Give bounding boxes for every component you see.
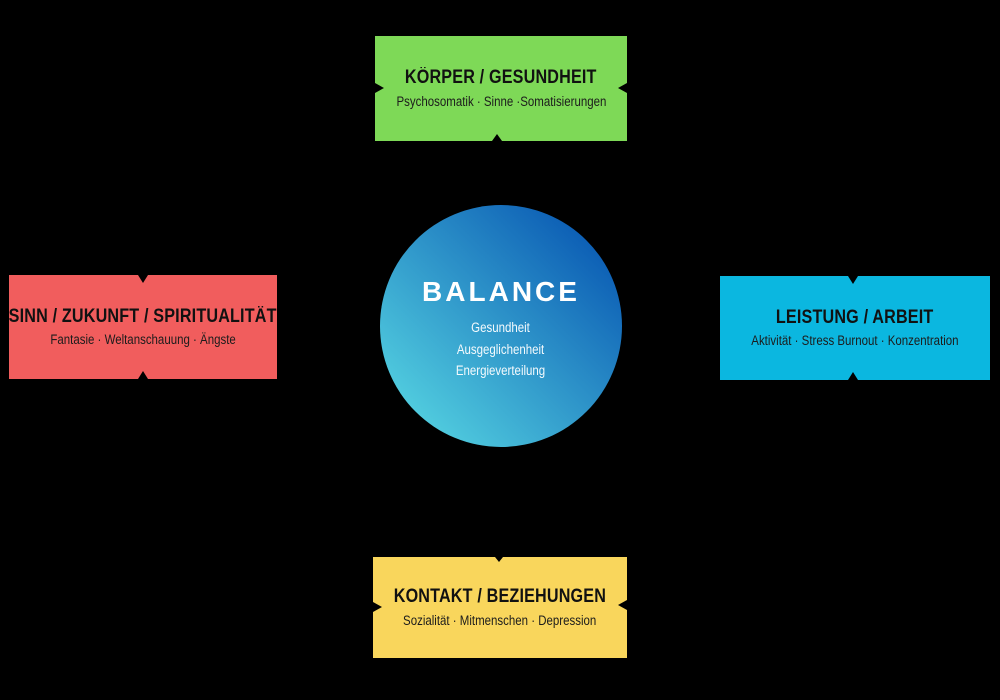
node-subtitle: Psychosomatik · Sinne ·Somatisierungen — [396, 93, 606, 109]
balance-circle: BALANCE Gesundheit Ausgeglichenheit Ener… — [380, 205, 622, 447]
node-title: SINN / ZUKUNFT / SPIRITUALITÄT — [9, 305, 277, 327]
node-title: KONTAKT / BEZIEHUNGEN — [393, 586, 607, 607]
arrowhead-icon — [618, 600, 627, 610]
node-kontakt-beziehungen: KONTAKT / BEZIEHUNGEN Sozialität · Mitme… — [373, 557, 627, 658]
node-subtitle: Aktivität · Stress Burnout · Konzentrati… — [751, 333, 959, 349]
arrowhead-icon — [495, 557, 503, 562]
balance-subline-2: Ausgeglichenheit — [457, 341, 545, 357]
arrowhead-icon — [375, 83, 384, 93]
node-title: KÖRPER / GESUNDHEIT — [405, 67, 597, 88]
node-subtitle: Fantasie · Weltanschauung · Ängste — [50, 332, 236, 348]
arrowhead-icon — [618, 83, 627, 93]
balance-title: BALANCE — [422, 276, 580, 308]
node-leistung-arbeit: LEISTUNG / ARBEIT Aktivität · Stress Bur… — [720, 276, 990, 380]
balance-subline-1: Gesundheit — [471, 320, 531, 336]
balance-subline-3: Energieverteilung — [456, 363, 546, 379]
balance-sublines: Gesundheit Ausgeglichenheit Energieverte… — [456, 317, 545, 382]
arrowhead-icon — [138, 275, 148, 283]
node-koerper-gesundheit: KÖRPER / GESUNDHEIT Psychosomatik · Sinn… — [375, 36, 627, 141]
node-sinn-zukunft-spiritualitaet: SINN / ZUKUNFT / SPIRITUALITÄT Fantasie … — [9, 275, 277, 379]
arrowhead-icon — [848, 276, 858, 284]
node-subtitle: Sozialität · Mitmenschen · Depression — [403, 612, 597, 628]
arrowhead-icon — [373, 602, 382, 612]
node-title: LEISTUNG / ARBEIT — [776, 306, 934, 328]
arrowhead-icon — [138, 371, 148, 379]
arrowhead-icon — [848, 372, 858, 380]
arrowhead-icon — [492, 134, 502, 141]
